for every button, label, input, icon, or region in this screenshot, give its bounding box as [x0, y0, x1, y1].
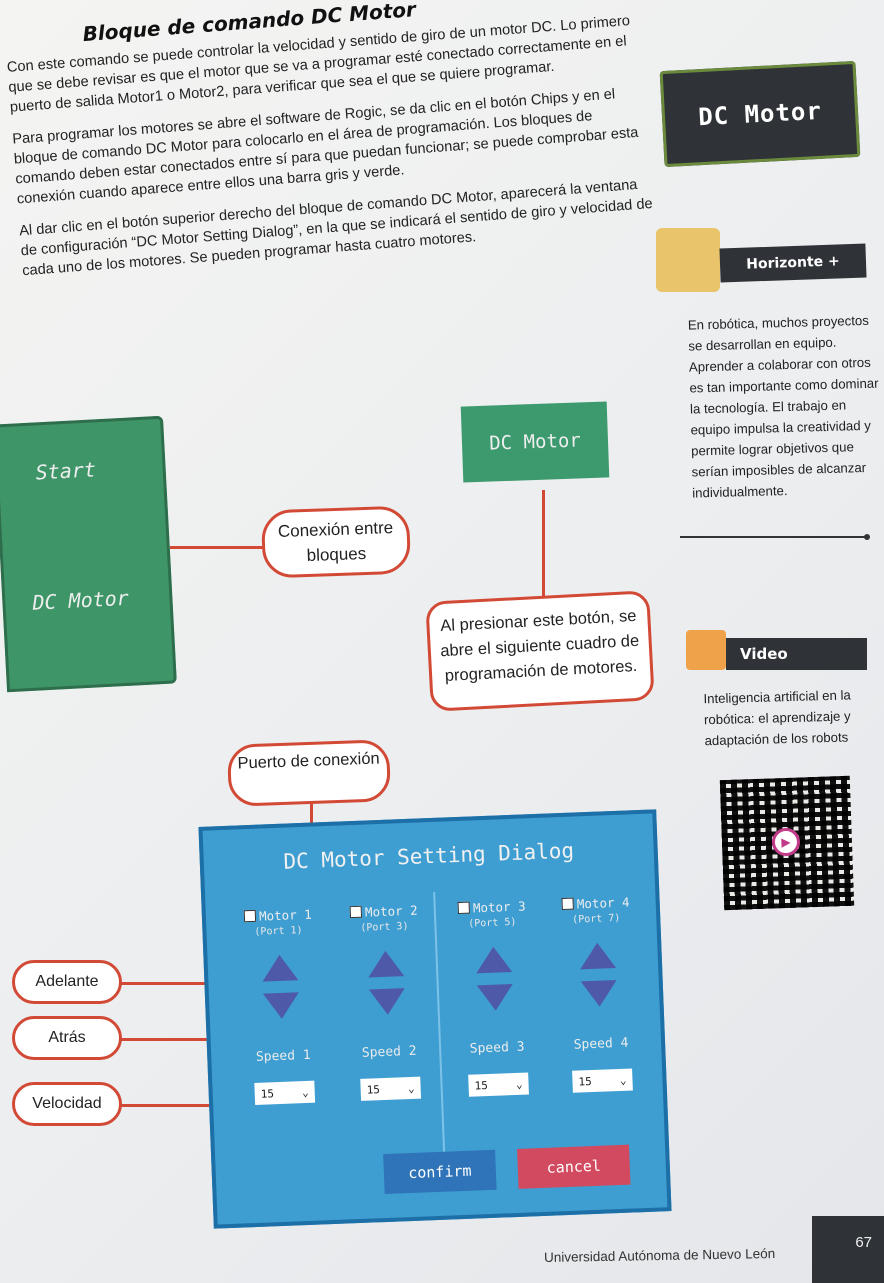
- page-number: 67: [812, 1216, 884, 1283]
- divider-dot: [864, 534, 870, 540]
- callout-puerto: Puerto de conexión: [226, 739, 392, 807]
- main-text: Bloque de comando DC Motor Con este coma…: [4, 0, 662, 293]
- dc-motor-setting-dialog: DC Motor Setting Dialog Motor 1 (Port 1)…: [198, 809, 672, 1229]
- motor-3-checkbox[interactable]: [457, 901, 471, 915]
- speed-1-select[interactable]: 15⌄: [254, 1080, 316, 1105]
- reverse-arrow-icon[interactable]: [368, 988, 406, 1016]
- callout-atras: Atrás: [12, 1016, 122, 1060]
- speed-3-select[interactable]: 15⌄: [468, 1072, 529, 1097]
- callout-velocidad: Velocidad: [12, 1082, 122, 1126]
- arrow-adelante: [118, 982, 268, 985]
- rogic-blocks: Start DC Motor: [0, 415, 177, 693]
- motor-4-port: (Port 7): [572, 912, 621, 926]
- reverse-arrow-icon[interactable]: [580, 979, 618, 1008]
- motor-1-port: (Port 1): [254, 925, 303, 938]
- film-icon: [686, 630, 726, 670]
- dc-motor-block-label: DC Motor: [31, 585, 130, 615]
- dc-motor-block: DC Motor: [460, 401, 610, 483]
- speed-4-label: Speed 4: [573, 1035, 629, 1053]
- footer-university: Universidad Autónoma de Nuevo León: [543, 1245, 776, 1266]
- chevron-down-icon: ⌄: [619, 1073, 627, 1087]
- motor-column-2: Motor 2 (Port 3) Speed 2 15⌄: [334, 902, 441, 1102]
- arrow-conexion: [170, 546, 264, 549]
- speed-4-select[interactable]: 15⌄: [572, 1068, 633, 1093]
- motor-3-label: Motor 3: [472, 898, 526, 916]
- horizonte-label: Horizonte +: [719, 243, 867, 283]
- speed-1-label: Speed 1: [255, 1047, 311, 1065]
- motor-2-label: Motor 2: [364, 902, 418, 920]
- horizonte-text: En robótica, muchos proyectos se desarro…: [687, 312, 879, 501]
- motor-grid: Motor 1 (Port 1) Speed 1 15⌄ Motor 2 (Po…: [228, 894, 648, 1105]
- reverse-arrow-icon[interactable]: [476, 983, 514, 1012]
- qr-code[interactable]: ▶: [719, 775, 855, 911]
- speed-2-label: Speed 2: [361, 1043, 417, 1061]
- video-label: Video: [726, 638, 867, 670]
- motor-4-checkbox[interactable]: [561, 897, 575, 911]
- chevron-down-icon: ⌄: [407, 1081, 415, 1095]
- motor-column-3: Motor 3 (Port 5) Speed 3 15⌄: [442, 898, 549, 1098]
- motor-4-label: Motor 4: [576, 894, 630, 912]
- motor-2-checkbox[interactable]: [349, 905, 363, 919]
- confirm-button[interactable]: confirm: [383, 1149, 497, 1195]
- motor-2-port: (Port 3): [360, 920, 409, 934]
- dialog-title: DC Motor Setting Dialog: [282, 838, 575, 874]
- arrow-boton: [542, 490, 545, 602]
- motor-1-label: Motor 1: [258, 906, 313, 924]
- motor-column-4: Motor 4 (Port 7) Speed 4 15⌄: [545, 894, 652, 1094]
- chevron-down-icon: ⌄: [515, 1077, 523, 1091]
- callout-conexion: Conexión entre bloques: [260, 505, 412, 579]
- horizonte-header: Horizonte +: [656, 228, 867, 300]
- sun-icon: [656, 228, 720, 292]
- video-header: Video: [682, 628, 867, 680]
- forward-arrow-icon[interactable]: [261, 954, 299, 982]
- speed-2-select[interactable]: 15⌄: [360, 1076, 422, 1101]
- chevron-down-icon: ⌄: [301, 1085, 309, 1099]
- motor-column-1: Motor 1 (Port 1) Speed 1 15⌄: [228, 906, 335, 1106]
- side-divider: [680, 536, 866, 538]
- start-block-label: Start: [35, 457, 97, 485]
- play-icon: ▶: [771, 827, 801, 857]
- arrow-atras: [118, 1038, 268, 1041]
- motor-3-port: (Port 5): [468, 916, 517, 930]
- arrow-velocidad: [118, 1104, 268, 1107]
- dc-motor-badge: DC Motor: [659, 60, 861, 168]
- cancel-button[interactable]: cancel: [517, 1144, 631, 1189]
- speed-3-label: Speed 3: [469, 1039, 525, 1057]
- callout-adelante: Adelante: [12, 960, 122, 1004]
- reverse-arrow-icon[interactable]: [262, 992, 300, 1020]
- forward-arrow-icon[interactable]: [579, 942, 617, 970]
- video-text: Inteligencia artificial en la robótica: …: [703, 687, 851, 749]
- callout-boton: Al presionar este botón, se abre el sigu…: [425, 590, 655, 712]
- forward-arrow-icon[interactable]: [475, 946, 513, 974]
- forward-arrow-icon[interactable]: [367, 950, 405, 978]
- motor-1-checkbox[interactable]: [243, 909, 257, 923]
